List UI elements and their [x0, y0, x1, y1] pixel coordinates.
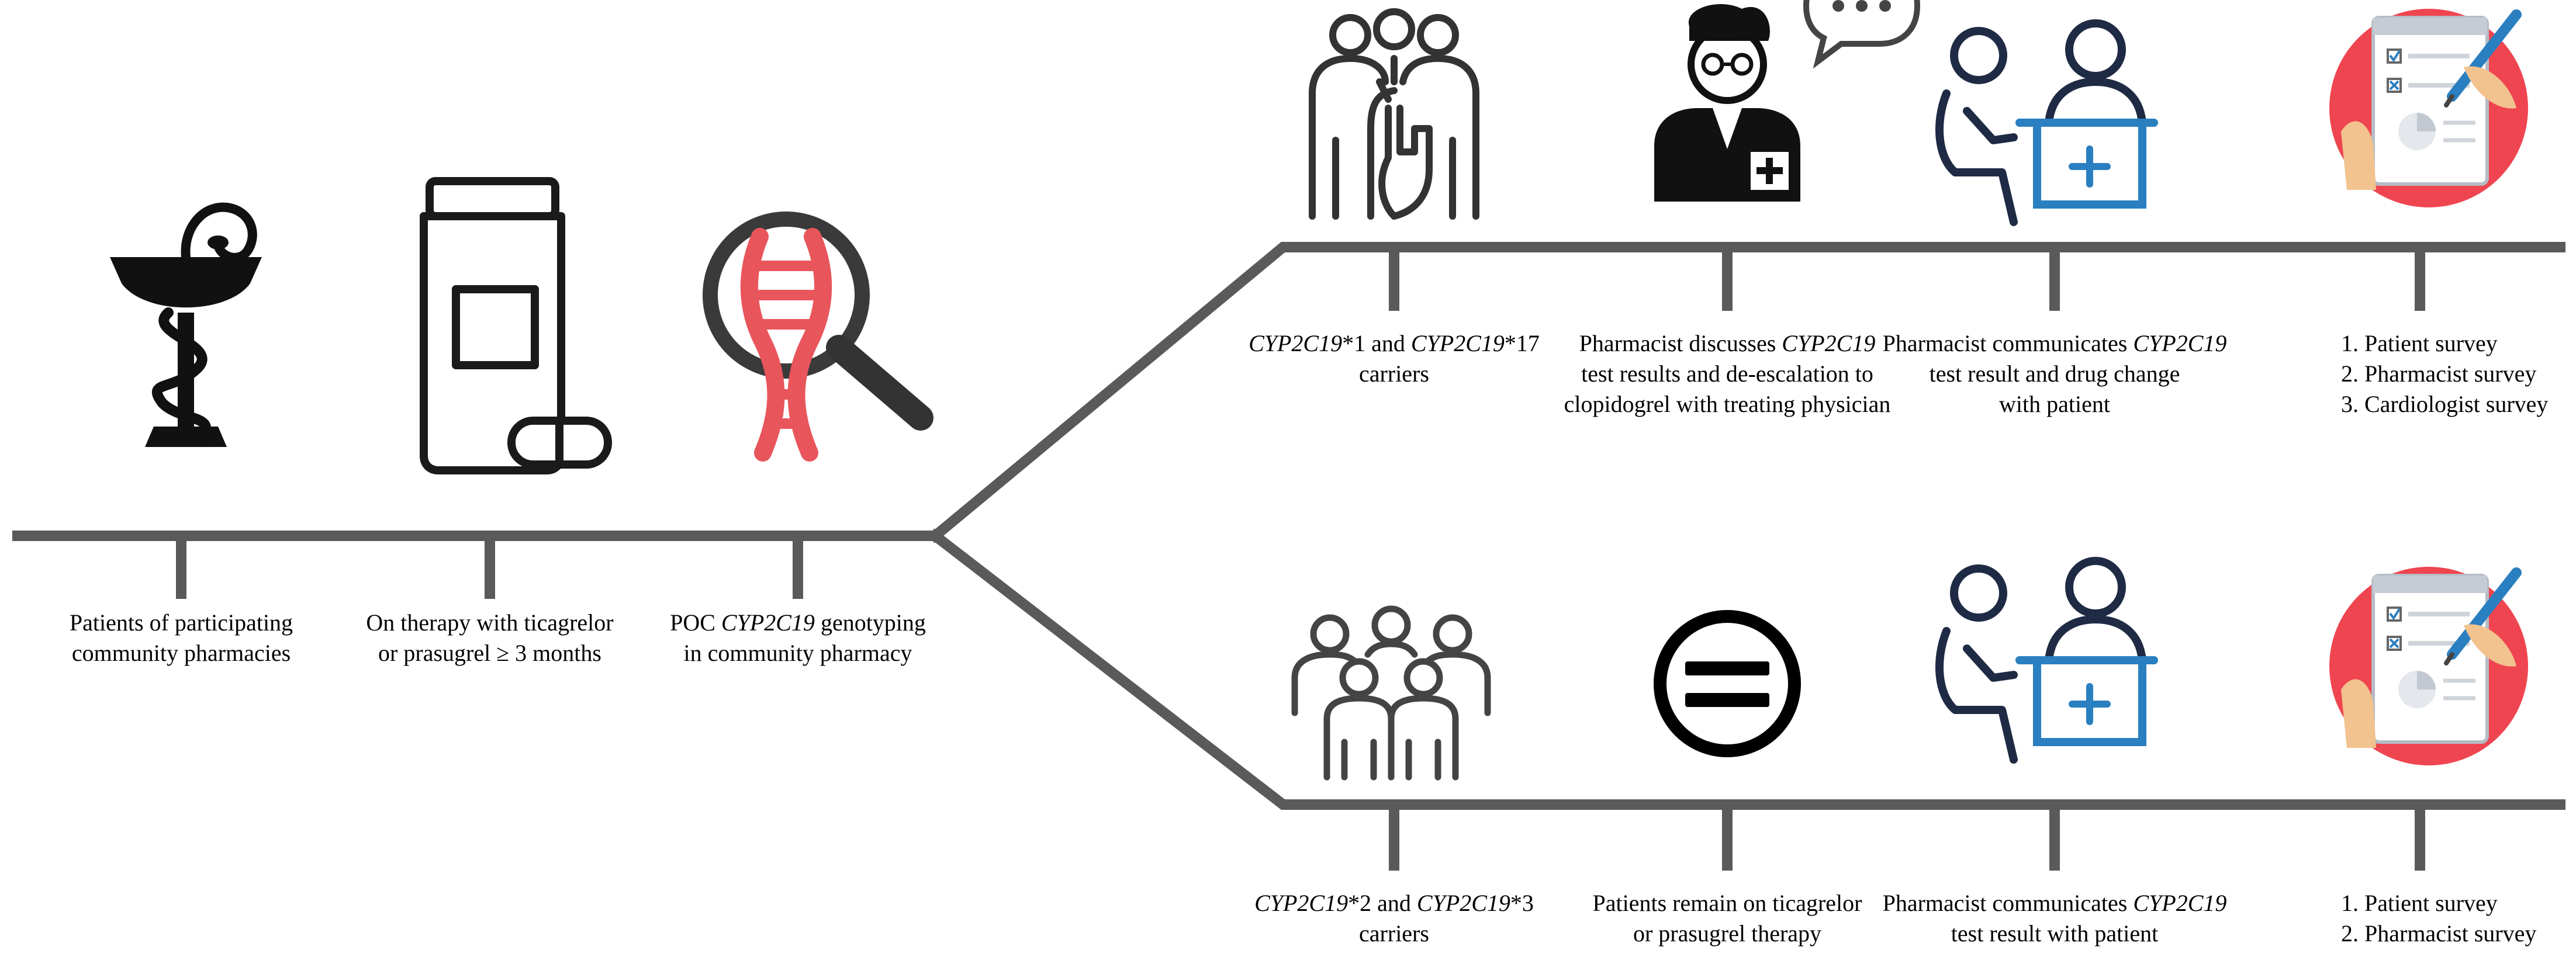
text: Pharmacist communicates	[1882, 890, 2134, 916]
text: Pharmacist communicates	[1882, 330, 2134, 356]
gene-name: CYP2C19	[1249, 330, 1343, 356]
gene-name: CYP2C19	[2133, 890, 2227, 916]
gene-name: CYP2C19	[721, 609, 815, 636]
lower-branch	[928, 528, 2565, 810]
allele: *1 and	[1342, 330, 1411, 356]
gene-name: CYP2C19	[1416, 890, 1510, 916]
label-pharmacies-line2: community pharmacies	[71, 640, 291, 666]
allele: *2 and	[1348, 890, 1417, 916]
pill-bottle-icon	[420, 177, 612, 474]
equal-sign-circle-icon	[1654, 610, 1801, 757]
label-therapy-line1: On therapy with ticagrelor	[366, 609, 614, 636]
survey-item: 1. Patient survey	[2341, 890, 2498, 916]
gene-name: CYP2C19	[1254, 890, 1348, 916]
label-lower-surveys: 1. Patient survey 2. Pharmacist survey	[2341, 888, 2536, 949]
timeline-ticks	[176, 247, 2425, 871]
label-genotyping: POC CYP2C19 genotyping in community phar…	[670, 608, 926, 668]
label-lower-remain-line1: Patients remain on ticagrelor	[1592, 890, 1862, 916]
allele: *17	[1504, 330, 1540, 356]
label-upper-communicate: Pharmacist communicates CYP2C19 test res…	[1883, 328, 2227, 420]
text: POC	[670, 609, 721, 636]
label-lower-remain-line2: or prasugrel therapy	[1633, 920, 1822, 947]
survey-item: 2. Pharmacist survey	[2341, 361, 2537, 387]
label-pharmacies-line1: Patients of participating	[69, 609, 293, 636]
group-people-icon	[1291, 605, 1491, 781]
survey-item: 2. Pharmacist survey	[2341, 920, 2537, 947]
survey-item: 3. Cardiologist survey	[2341, 391, 2549, 417]
timeline	[12, 242, 2565, 810]
label-upper-communicate-line3: with patient	[1999, 391, 2110, 417]
label-upper-surveys: 1. Patient survey 2. Pharmacist survey 3…	[2341, 328, 2548, 420]
survey-clipboard-icon-upper	[2329, 9, 2528, 207]
label-lower-communicate: Pharmacist communicates CYP2C19 test res…	[1883, 888, 2227, 949]
label-upper-carriers: CYP2C19*1 and CYP2C19*17 carriers	[1249, 328, 1540, 389]
survey-clipboard-icon-lower	[2329, 567, 2528, 765]
label-pharmacies: Patients of participating community phar…	[70, 608, 293, 668]
gene-name: CYP2C19	[1410, 330, 1505, 356]
upper-branch	[928, 242, 2565, 543]
gene-name: CYP2C19	[1782, 330, 1876, 356]
bowl-of-hygieia-icon	[110, 202, 262, 447]
label-lower-carriers: CYP2C19*2 and CYP2C19*3 carriers	[1254, 888, 1534, 949]
text: genotyping	[814, 609, 926, 636]
gene-name: CYP2C19	[2133, 330, 2227, 356]
label-therapy-line2: or prasugrel ≥ 3 months	[378, 640, 601, 666]
text: Pharmacist discusses	[1579, 330, 1782, 356]
label-upper-communicate-line2: test result and drug change	[1929, 361, 2180, 387]
label-upper-physician-line3: clopidogrel with treating physician	[1564, 391, 1891, 417]
doctor-speech-bubble-icon	[1654, 0, 1921, 202]
label-lower-communicate-line2: test result with patient	[1951, 920, 2159, 947]
group-raised-hand-icon	[1309, 8, 1479, 220]
label-genotyping-line2: in community pharmacy	[683, 640, 912, 666]
allele: *3	[1510, 890, 1534, 916]
dna-magnifier-icon	[703, 212, 933, 462]
label-upper-physician-line2: test results and de-escalation to	[1581, 361, 1873, 387]
survey-item: 1. Patient survey	[2341, 330, 2498, 356]
pharmacist-desk-icon-lower	[1939, 561, 2154, 760]
label-upper-physician: Pharmacist discusses CYP2C19 test result…	[1564, 328, 1891, 420]
label-lower-carriers-line2: carriers	[1359, 920, 1429, 947]
label-therapy: On therapy with ticagrelor or prasugrel …	[366, 608, 613, 668]
pharmacist-desk-icon-upper	[1939, 23, 2154, 222]
label-upper-carriers-line2: carriers	[1359, 361, 1429, 387]
label-lower-remain: Patients remain on ticagrelor or prasugr…	[1593, 888, 1862, 949]
